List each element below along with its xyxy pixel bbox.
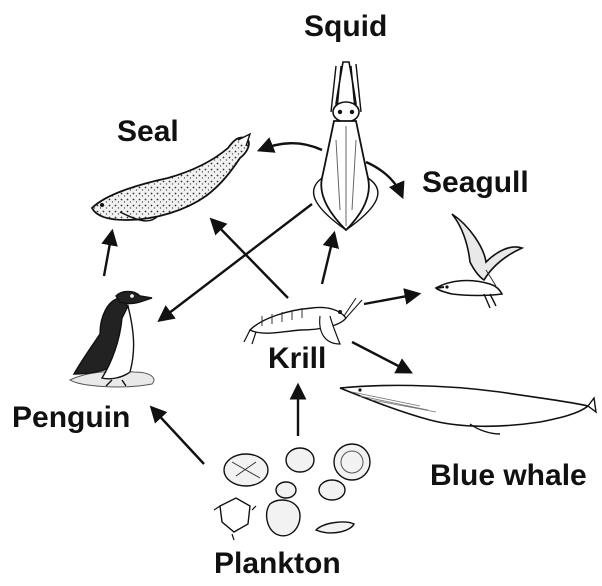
arrow-squid-to-penguin: [160, 204, 312, 320]
label-seagull: Seagull: [422, 168, 529, 198]
label-penguin: Penguin: [12, 403, 130, 433]
squid-illustration: [314, 62, 378, 230]
arrow-squid-to-seal: [260, 143, 322, 150]
label-krill: Krill: [268, 344, 326, 374]
label-squid: Squid: [304, 12, 387, 42]
plankton-illustration: [214, 444, 370, 540]
arrow-squid-to-seagull: [366, 162, 402, 196]
blue-whale-illustration: [340, 385, 596, 434]
arrow-krill-to-seagull: [364, 294, 418, 304]
arrow-plankton-to-penguin: [152, 408, 204, 464]
label-plankton: Plankton: [214, 549, 341, 579]
krill-illustration: [244, 298, 362, 344]
arrow-penguin-to-seal: [104, 232, 112, 276]
arrow-krill-to-squid: [322, 234, 334, 284]
seagull-illustration: [436, 214, 522, 308]
label-blue-whale: Blue whale: [430, 461, 587, 491]
penguin-illustration: [70, 292, 154, 387]
label-seal: Seal: [117, 117, 179, 147]
arrow-krill-to-blue-whale: [352, 342, 410, 372]
